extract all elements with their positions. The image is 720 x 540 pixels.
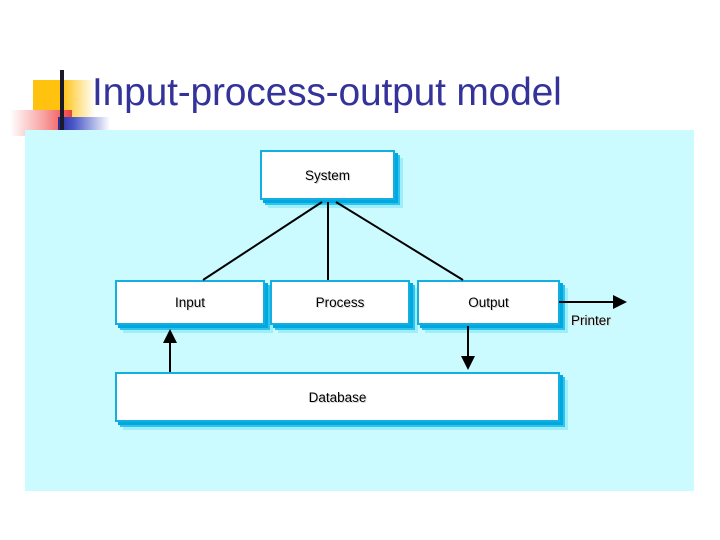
decoration-vertical-rule: [60, 70, 64, 133]
edge-system-output: [335, 201, 464, 281]
decoration-blue-bar: [58, 117, 110, 130]
printer-label: Printer: [571, 313, 611, 328]
diagram-canvas: System Input Process Output Database: [25, 130, 694, 491]
node-process[interactable]: Process: [270, 280, 410, 325]
node-system[interactable]: System: [260, 150, 395, 200]
node-database[interactable]: Database: [115, 372, 560, 422]
node-database-label: Database: [308, 389, 367, 405]
page-title: Input-process-output model: [92, 71, 562, 114]
node-output-label: Output: [468, 295, 509, 310]
node-input-label: Input: [174, 295, 206, 310]
node-system-label: System: [304, 167, 350, 183]
edge-system-input: [202, 201, 323, 281]
node-output[interactable]: Output: [417, 280, 560, 325]
node-process-label: Process: [315, 295, 365, 310]
title-decoration: [0, 55, 120, 145]
node-input[interactable]: Input: [115, 280, 265, 325]
